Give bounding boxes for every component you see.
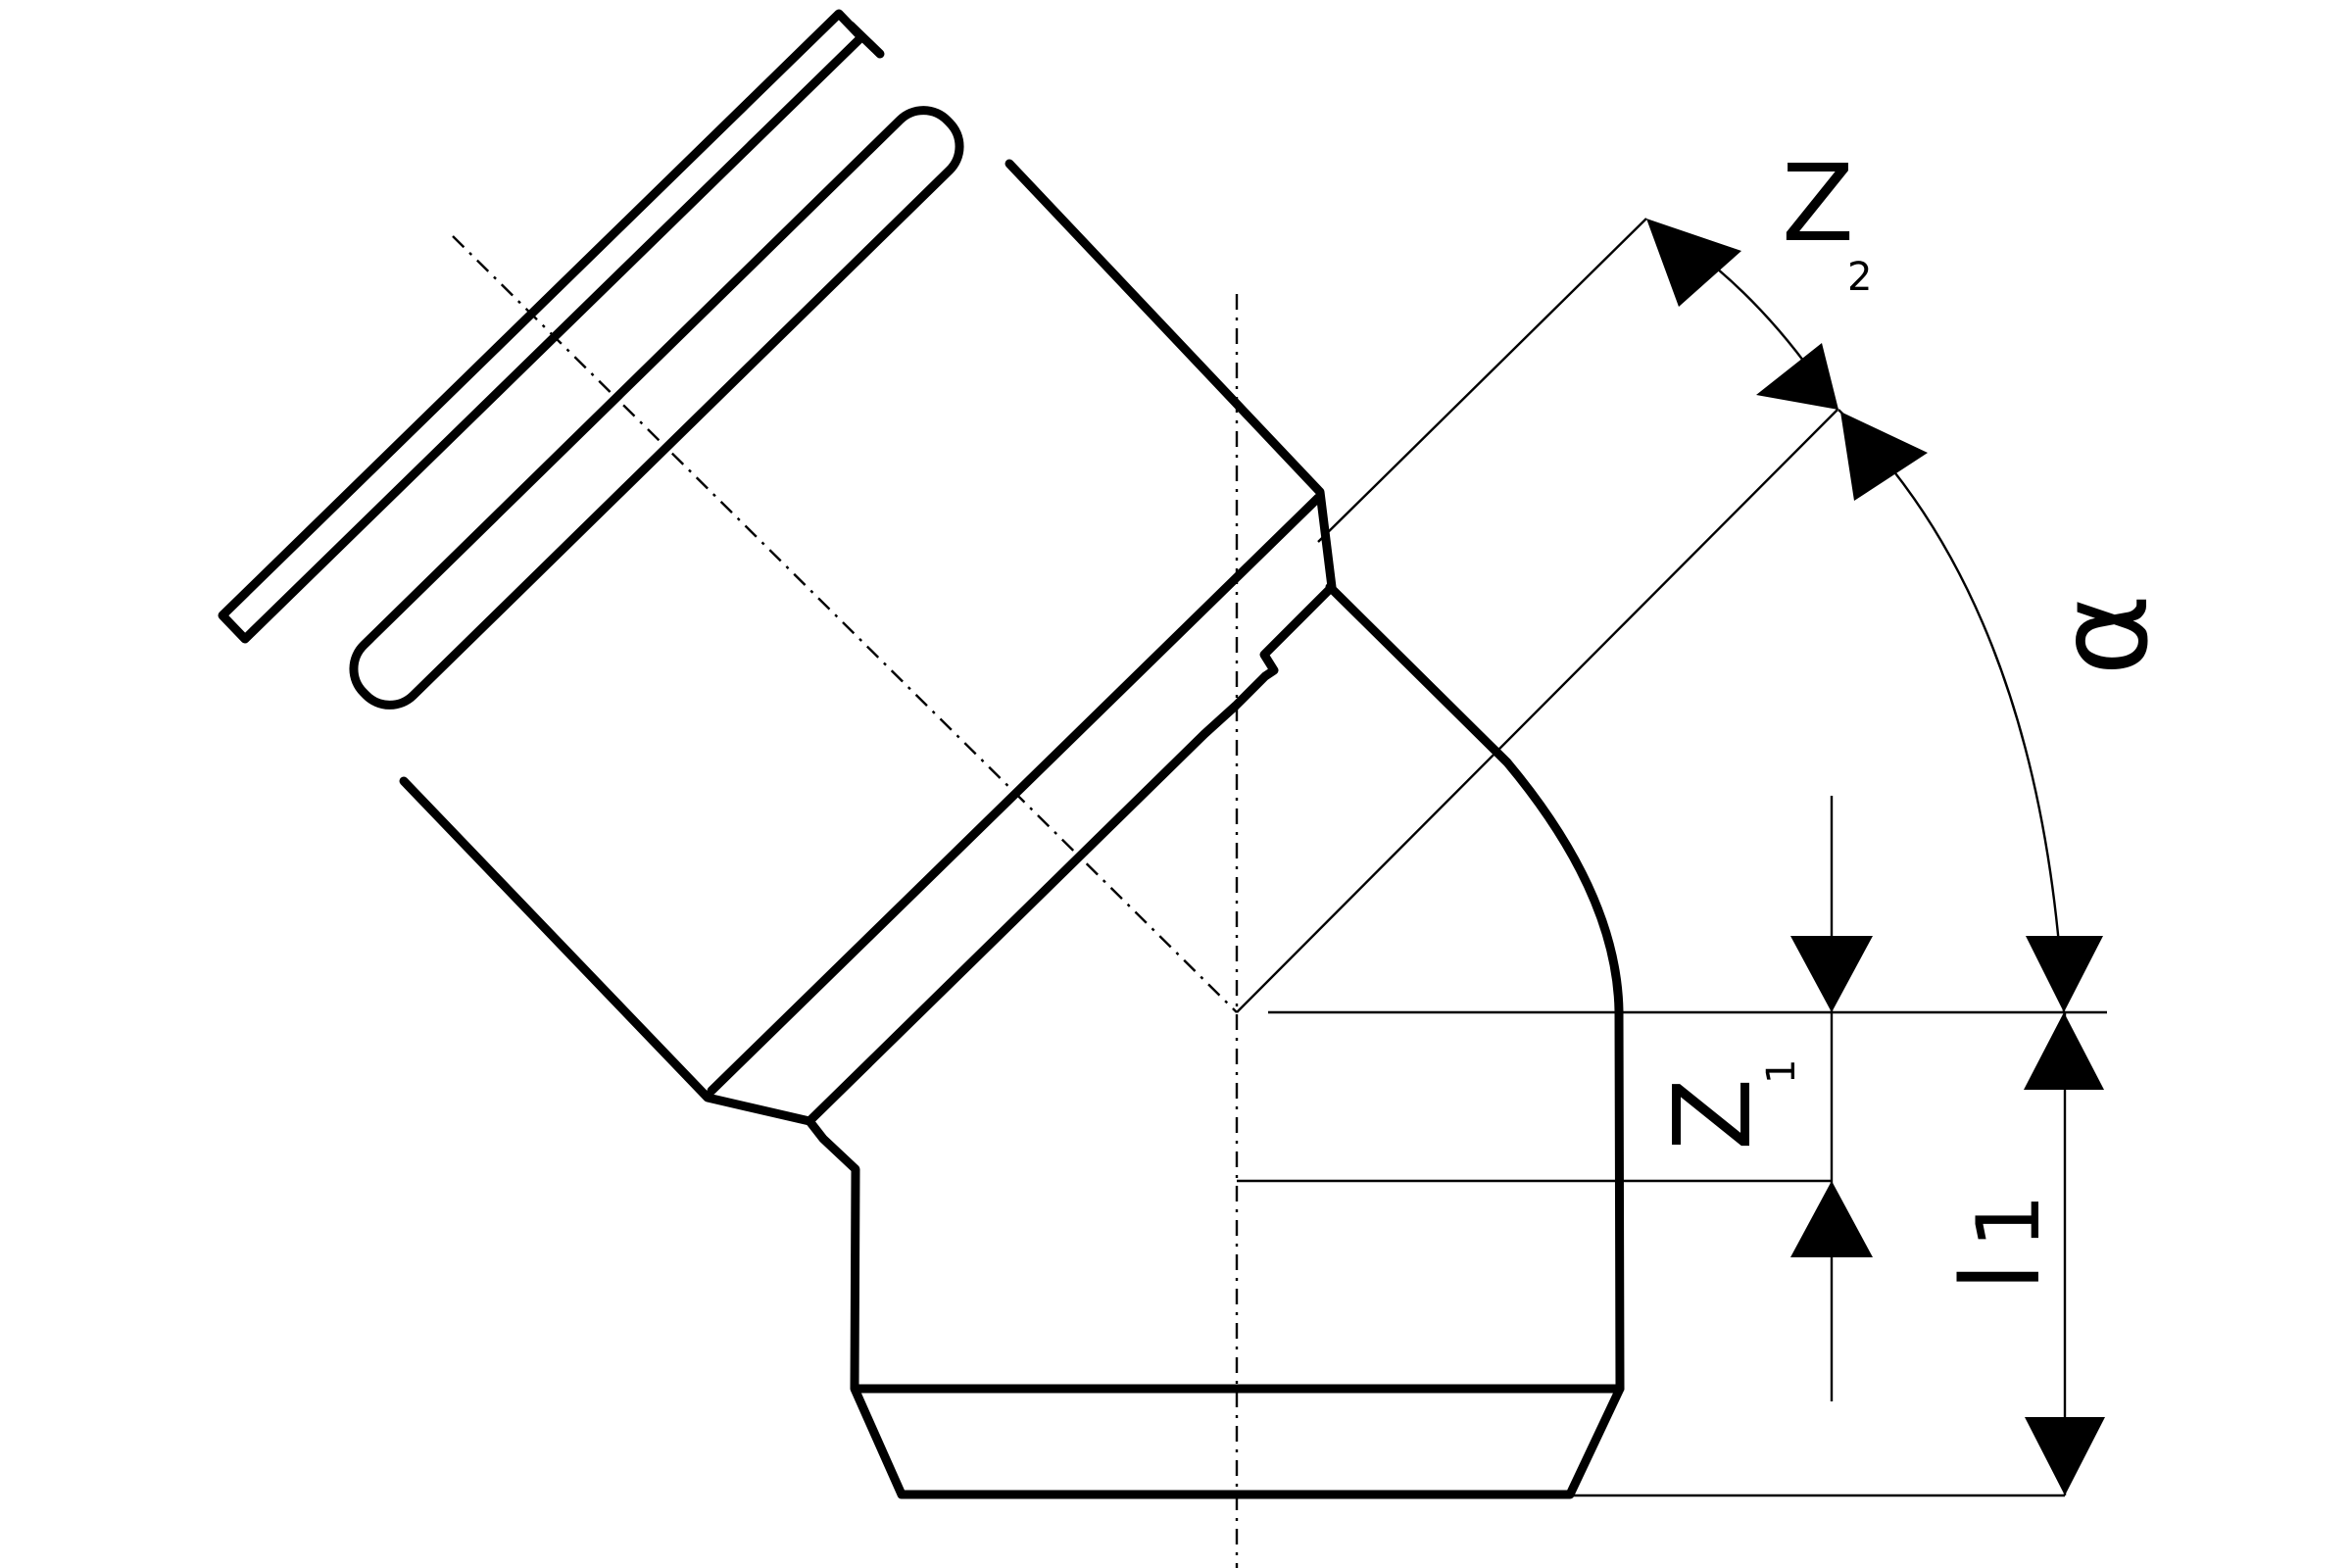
alpha-arc [1838,409,2066,1013]
alpha-arrow-top [1840,412,1928,501]
z2-extension-line-outer [1317,218,1647,543]
label-z2: Z [1782,143,1854,266]
label-z1-subscript: 1 [1759,1059,1804,1084]
z2-extension-line-inner [1236,409,1838,1013]
diagonal-centerline [452,235,1238,1013]
socket-ring-step [846,21,885,59]
socket-body [399,159,1337,1126]
socket-bead [349,106,964,710]
socket-inner-edge [707,493,1323,1096]
label-alpha: α [2031,594,2177,676]
z1-arrow-bottom [1790,1181,1873,1257]
label-l1-subscript: 1 [1958,1194,2059,1249]
socket-ring [218,9,866,644]
l1-arrow-top [2024,1012,2104,1090]
label-l1: l [1938,1261,2064,1292]
label-z1: Z [1652,1078,1775,1151]
l1-arrow-bottom [2025,1417,2105,1495]
z2-arrow-bottom [1756,343,1838,410]
alpha-arrow-bottom [2026,936,2103,1012]
label-z2-subscript: 2 [1847,255,1872,300]
elbow-body [805,582,1625,1499]
z1-arrow-top [1790,936,1873,1012]
z2-arrow-top [1646,219,1741,307]
